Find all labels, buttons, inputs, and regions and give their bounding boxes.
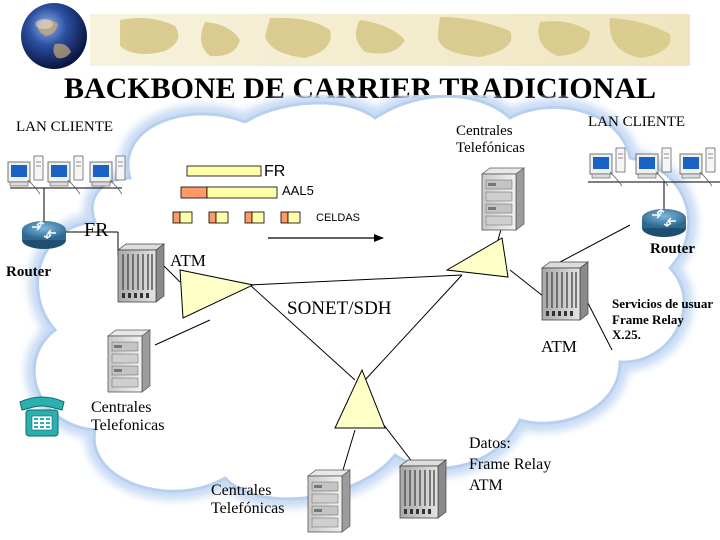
arrow-icon: [268, 234, 384, 242]
header-banner: [21, 3, 690, 69]
aal5-header-segment: [180, 186, 208, 199]
sonet-triangle-bottom: [334, 368, 386, 429]
atm-switch-icon: [117, 243, 165, 303]
celdas-label: CELDAS: [316, 212, 361, 224]
server-icon: [307, 469, 351, 533]
fr-frame-label: FR: [264, 163, 286, 180]
aal5-payload-segment: [206, 186, 278, 199]
atm-switch-icon: [399, 459, 447, 519]
router-right-label: Router: [650, 241, 695, 257]
router-icon: [21, 220, 67, 250]
server-icon: [107, 329, 151, 393]
lan-cliente-right-label: LAN CLIENTE: [588, 114, 686, 130]
network-diagram: [7, 95, 720, 533]
centrales-telefonicas-top-label: Centrales Telefónicas: [456, 123, 525, 157]
sonet-sdh-label: SONET/SDH: [287, 298, 392, 319]
sonet-triangle-left: [179, 269, 255, 319]
server-icon: [481, 167, 525, 231]
workstation-icon: [679, 147, 716, 187]
cell-row: [172, 211, 301, 224]
datos-label: Datos: Frame Relay ATM: [469, 435, 552, 494]
globe-icon: [21, 3, 87, 69]
servicios-label: Servicios de usuar Frame Relay X.25.: [612, 296, 714, 343]
fr-left-label: FR: [84, 219, 109, 241]
atm-right-label: ATM: [541, 337, 577, 356]
atm-switch-icon: [541, 261, 589, 321]
telephone-icon: [19, 396, 65, 437]
centrales-telefonicas-left-label: Centrales Telefonicas: [91, 399, 165, 435]
fr-frame-bar: [186, 165, 262, 177]
lan-right: [588, 147, 720, 210]
atm-left-label: ATM: [170, 251, 206, 270]
router-icon: [641, 208, 687, 238]
aal5-label: AAL5: [282, 183, 314, 198]
lan-cliente-left-label: LAN CLIENTE: [16, 119, 114, 135]
sonet-triangle-right: [445, 237, 509, 278]
centrales-telefonicas-bottom-label: Centrales Telefónicas: [211, 482, 285, 518]
lan-left: [7, 155, 126, 222]
router-left-label: Router: [6, 264, 51, 280]
